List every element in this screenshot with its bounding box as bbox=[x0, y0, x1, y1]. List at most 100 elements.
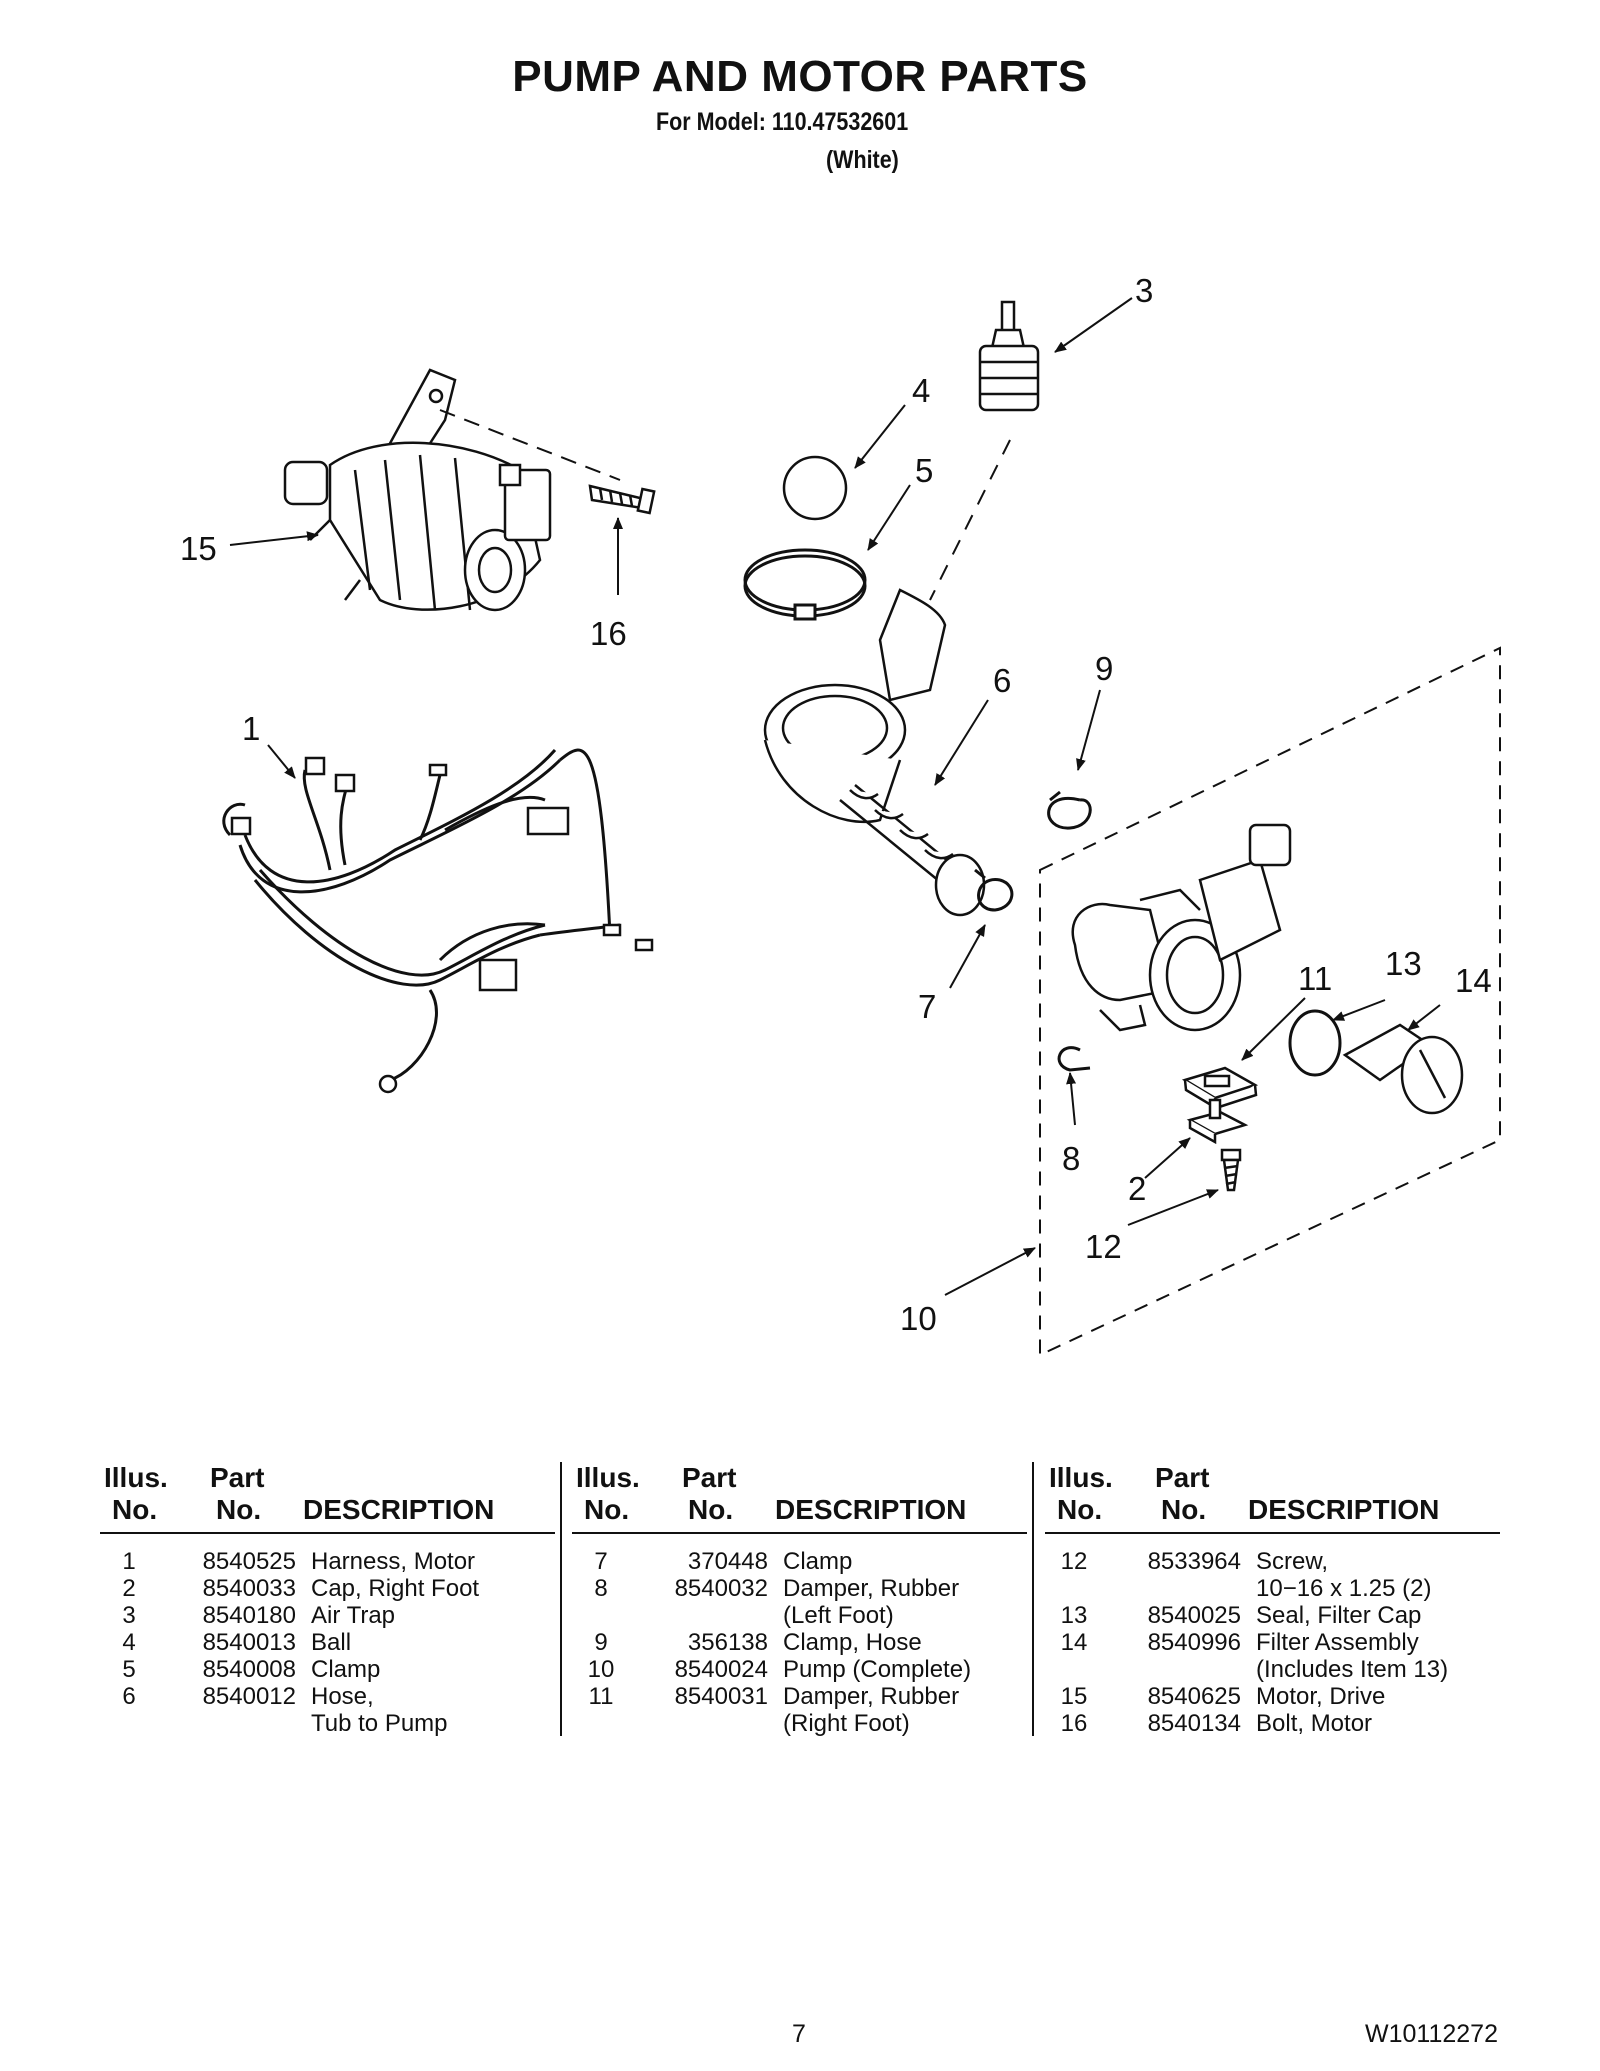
header-illus-no: No. bbox=[112, 1494, 158, 1525]
part-number: 8540996 bbox=[1147, 1629, 1241, 1656]
callout-11: 11 bbox=[1298, 960, 1332, 997]
part-description: Harness, Motor bbox=[311, 1548, 476, 1575]
callout-7: 7 bbox=[918, 988, 936, 1025]
part-description: Bolt, Motor bbox=[1256, 1710, 1373, 1737]
illus-number: 4 bbox=[122, 1629, 136, 1656]
illus-number: 13 bbox=[1060, 1602, 1088, 1629]
part-number: 8540025 bbox=[1147, 1602, 1241, 1629]
model-color: (White) bbox=[826, 146, 899, 174]
parts-table-row: 13 8540025 Seal, Filter Cap bbox=[1045, 1602, 1500, 1629]
header-part-no: No. bbox=[688, 1494, 734, 1525]
part-number: 8540024 bbox=[674, 1656, 768, 1683]
part-number: 8540033 bbox=[202, 1575, 296, 1602]
header-description: DESCRIPTION bbox=[303, 1494, 495, 1525]
harness-connectors bbox=[230, 756, 654, 1094]
illus-number: 5 bbox=[122, 1656, 136, 1683]
part-description: Damper, Rubber bbox=[783, 1683, 960, 1710]
part-description: Cap, Right Foot bbox=[311, 1575, 480, 1602]
pump-body-illustration bbox=[1071, 823, 1292, 1032]
clamp-7-illustration bbox=[974, 868, 1014, 912]
part-description: Tub to Pump bbox=[311, 1710, 448, 1737]
pump-assembly-outline bbox=[1039, 646, 1501, 1357]
callout-1: 1 bbox=[242, 710, 260, 747]
cap-right-foot-illustration bbox=[1186, 1098, 1249, 1145]
part-description: Seal, Filter Cap bbox=[1256, 1602, 1422, 1629]
illus-number: 7 bbox=[594, 1548, 608, 1575]
header-part: Part bbox=[1155, 1462, 1210, 1493]
header-description: DESCRIPTION bbox=[1248, 1494, 1440, 1525]
illus-number: 14 bbox=[1060, 1629, 1088, 1656]
filter-cap-seal-illustration bbox=[1288, 1009, 1342, 1077]
parts-table-row: 14 8540996 Filter Assembly(Includes Item 1… bbox=[1045, 1629, 1500, 1683]
callout-16: 16 bbox=[590, 615, 627, 652]
column-divider bbox=[560, 1462, 562, 1736]
parts-table-row: 10 8540024 Pump (Complete) bbox=[572, 1656, 1027, 1683]
part-number: 8540008 bbox=[202, 1656, 296, 1683]
callout-14: 14 bbox=[1455, 962, 1492, 999]
illus-number: 3 bbox=[122, 1602, 136, 1629]
part-description: Air Trap bbox=[311, 1602, 396, 1629]
part-number: 370448 bbox=[687, 1548, 768, 1575]
header-part-no: No. bbox=[1161, 1494, 1207, 1525]
callout-labels: 1 2 3 4 5 6 7 8 9 10 11 12 13 14 15 16 bbox=[180, 272, 1492, 1337]
header-illus: Illus. bbox=[576, 1462, 640, 1493]
parts-table-row: 7 370448 Clamp bbox=[572, 1548, 1027, 1575]
part-description: Clamp bbox=[783, 1548, 853, 1575]
motor-harness-illustration bbox=[222, 748, 621, 1082]
header-illus: Illus. bbox=[1049, 1462, 1113, 1493]
part-number: 8540031 bbox=[674, 1683, 768, 1710]
parts-table-row: 4 8540013 Ball bbox=[100, 1629, 555, 1656]
part-number: 8540525 bbox=[202, 1548, 296, 1575]
header-illus: Illus. bbox=[104, 1462, 168, 1493]
illus-number: 9 bbox=[594, 1629, 608, 1656]
callout-10: 10 bbox=[900, 1300, 937, 1337]
part-number: 8540013 bbox=[202, 1629, 296, 1656]
header-part: Part bbox=[210, 1462, 265, 1493]
part-number: 8540012 bbox=[202, 1683, 296, 1710]
part-description: Clamp, Hose bbox=[783, 1629, 922, 1656]
hose-clamp-illustration bbox=[1047, 790, 1092, 830]
part-number: 8540134 bbox=[1147, 1710, 1241, 1737]
part-description: Filter Assembly bbox=[1256, 1629, 1419, 1656]
air-trap-illustration bbox=[978, 300, 1040, 412]
callout-5: 5 bbox=[915, 452, 933, 489]
part-description: Hose, bbox=[311, 1683, 374, 1710]
illus-number: 11 bbox=[588, 1683, 614, 1710]
illus-number: 1 bbox=[122, 1548, 136, 1575]
damper-right-foot-illustration bbox=[1181, 1066, 1259, 1111]
illus-number: 10 bbox=[587, 1656, 615, 1683]
parts-table-column-1: Illus. No. Part No. DESCRIPTION 1 8540525… bbox=[100, 1460, 555, 1737]
header-part: Part bbox=[682, 1462, 737, 1493]
illus-number: 12 bbox=[1060, 1548, 1088, 1575]
callout-3: 3 bbox=[1135, 272, 1153, 309]
illus-number: 2 bbox=[122, 1575, 136, 1602]
callout-12: 12 bbox=[1085, 1228, 1122, 1265]
ball-illustration bbox=[782, 455, 848, 521]
illus-number: 15 bbox=[1060, 1683, 1088, 1710]
drive-motor-illustration bbox=[283, 368, 552, 612]
part-description: Motor, Drive bbox=[1256, 1683, 1386, 1710]
part-description: Pump (Complete) bbox=[783, 1656, 972, 1683]
page-number: 7 bbox=[792, 2020, 806, 2048]
exploded-parts-diagram: 1 2 3 4 5 6 7 8 9 10 11 12 13 14 15 16 bbox=[180, 272, 1501, 1357]
parts-table-header: Illus. No. Part No. DESCRIPTION bbox=[100, 1460, 555, 1534]
header-description: DESCRIPTION bbox=[775, 1494, 967, 1525]
part-number: 8533964 bbox=[1147, 1548, 1241, 1575]
part-description: 10−16 x 1.25 (2) bbox=[1256, 1575, 1432, 1602]
callout-6: 6 bbox=[993, 662, 1011, 699]
parts-table-header: Illus. No. Part No. DESCRIPTION bbox=[572, 1460, 1027, 1534]
damper-left-foot-illustration bbox=[1057, 1046, 1091, 1072]
part-description: Ball bbox=[311, 1629, 352, 1656]
part-description: (Includes Item 13) bbox=[1256, 1656, 1449, 1683]
filter-assembly-illustration bbox=[1342, 1023, 1464, 1115]
illus-number: 8 bbox=[594, 1575, 608, 1602]
callout-9: 9 bbox=[1095, 650, 1113, 687]
tub-to-pump-hose-illustration bbox=[763, 588, 986, 917]
